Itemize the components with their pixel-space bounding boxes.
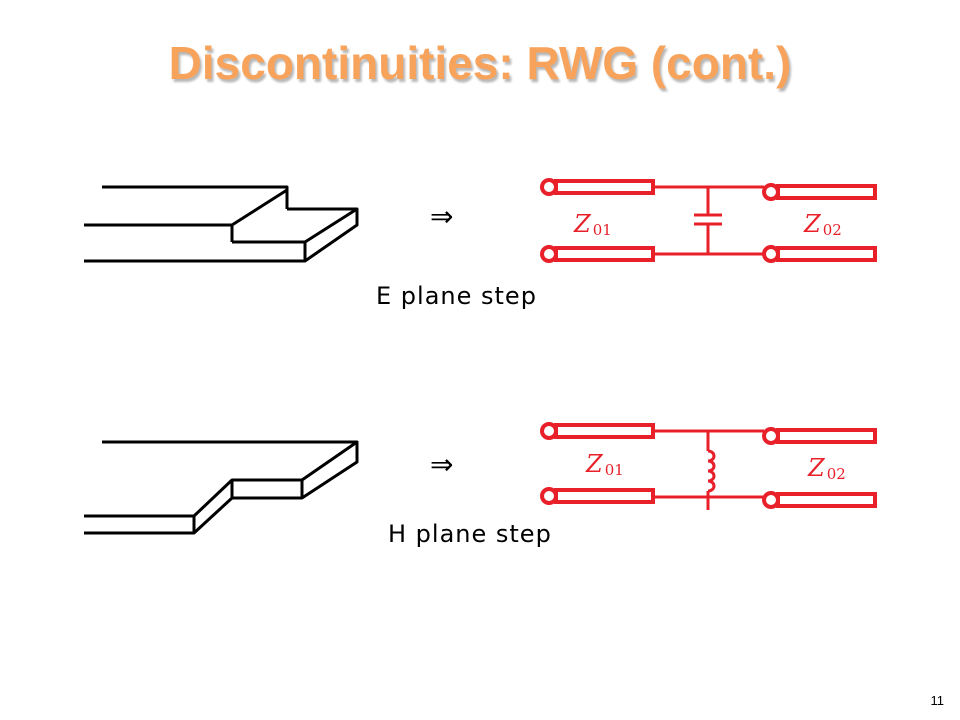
page-number: 11: [930, 693, 945, 708]
terminal-left-bottom: [540, 487, 558, 505]
inductor-icon: [706, 431, 716, 510]
implies-arrow-icon: ⇒: [430, 448, 454, 481]
capacitor-icon: [694, 187, 722, 254]
implies-arrow-icon: ⇒: [430, 200, 454, 233]
h-plane-waveguide: [84, 440, 359, 535]
terminal-right-bottom: [762, 245, 780, 263]
terminal-right-top: [762, 427, 780, 445]
line-right-top: [776, 428, 877, 444]
e-plane-waveguide: [84, 185, 359, 263]
terminal-left-top: [540, 422, 558, 440]
e-plane-caption: E plane step: [376, 282, 537, 310]
terminal-right-top: [762, 183, 780, 201]
h-plane-caption: H plane step: [388, 520, 552, 548]
line-right-bottom: [776, 492, 877, 508]
line-left-bottom: [554, 488, 655, 504]
e-plane-circuit: [540, 178, 877, 263]
terminal-left-top: [540, 178, 558, 196]
terminal-left-bottom: [540, 245, 558, 263]
terminal-right-bottom: [762, 491, 780, 509]
slide-title: Discontinuities: RWG (cont.): [168, 37, 792, 89]
line-right-bottom: [776, 246, 877, 262]
line-left-bottom: [554, 246, 655, 262]
line-left-top: [554, 179, 655, 195]
line-left-top: [554, 423, 655, 439]
line-right-top: [776, 184, 877, 200]
h-plane-circuit: [540, 422, 877, 510]
